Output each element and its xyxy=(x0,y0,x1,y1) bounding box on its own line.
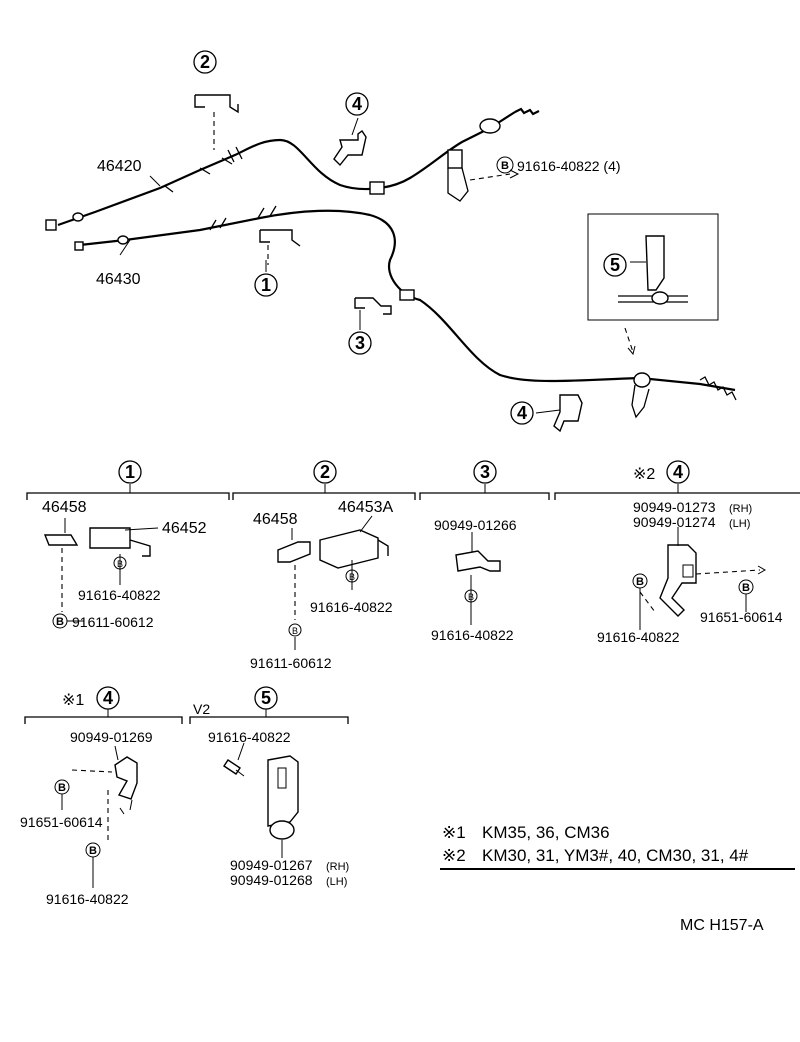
label-46420: 46420 xyxy=(97,158,142,175)
svg-text:B: B xyxy=(349,572,355,582)
g1-part-46452: 46452 xyxy=(162,520,207,537)
svg-text:2: 2 xyxy=(320,462,330,482)
b-symbol-overview: B xyxy=(496,156,514,174)
note-2-mark: ※2 xyxy=(442,846,466,865)
svg-text:2: 2 xyxy=(200,52,210,72)
section-brackets-row2 xyxy=(24,709,349,724)
svg-text:5: 5 xyxy=(610,255,620,275)
g2-part-46453A: 46453A xyxy=(338,499,393,516)
svg-text:B: B xyxy=(56,616,64,628)
cable-assembly-46430 xyxy=(74,205,737,419)
group-4a-parts: B B xyxy=(632,527,767,630)
svg-text:4: 4 xyxy=(673,462,683,482)
group-4a-header: ※2 4 xyxy=(633,460,690,484)
ref-circle-4-overview-lower: 4 xyxy=(510,401,534,425)
svg-text:1: 1 xyxy=(125,462,135,482)
svg-text:4: 4 xyxy=(103,688,113,708)
g5-part-90949-01267: 90949-01267 xyxy=(230,857,313,873)
svg-text:B: B xyxy=(742,582,750,594)
svg-text:B: B xyxy=(89,845,97,857)
note-1-mark: ※1 xyxy=(442,823,466,842)
g5-part-rh: (RH) xyxy=(326,861,349,873)
g4a-part-lh: (LH) xyxy=(729,518,750,530)
g3-part-91616-40822: 91616-40822 xyxy=(431,627,514,643)
svg-text:3: 3 xyxy=(355,333,365,353)
svg-text:B: B xyxy=(468,592,474,602)
clamp-3-overview xyxy=(354,297,392,315)
group-1-header: 1 xyxy=(118,460,142,484)
label-bolt-91616-40822-qty4: 91616-40822 (4) xyxy=(517,158,621,174)
model-notes: ※1 KM35, 36, CM36 ※2 KM30, 31, YM3#, 40,… xyxy=(440,823,795,870)
svg-text:B: B xyxy=(117,559,123,569)
bracket-4-lower-overview xyxy=(553,394,583,433)
svg-text:B: B xyxy=(58,782,66,794)
ref-circle-5-inset: 5 xyxy=(603,253,627,277)
cable-assembly-46420 xyxy=(45,107,540,231)
group-2-header: 2 xyxy=(313,460,337,484)
ref-circle-3-overview: 3 xyxy=(348,331,372,355)
g5-part-lh: (LH) xyxy=(326,876,347,888)
group-4b-header: ※1 4 xyxy=(62,686,120,710)
g4a-part-91651-60614: 91651-60614 xyxy=(700,609,783,625)
group-3-header: 3 xyxy=(473,460,497,484)
note-2-text: KM30, 31, YM3#, 40, CM30, 31, 4# xyxy=(482,846,749,865)
label-46430: 46430 xyxy=(96,271,141,288)
g1-part-46458: 46458 xyxy=(42,499,87,516)
ref-circle-2-overview: 2 xyxy=(193,50,217,74)
group-3-parts: B xyxy=(455,532,501,625)
svg-text:4: 4 xyxy=(352,94,362,114)
group-4b-parts: B B xyxy=(54,745,138,888)
g1-part-91611-60612: 91611-60612 xyxy=(72,614,154,630)
clamp-2-overview xyxy=(194,94,239,150)
g1-part-91616-40822: 91616-40822 xyxy=(78,587,161,603)
inset-detail-5 xyxy=(587,213,719,356)
svg-text:※2: ※2 xyxy=(633,466,655,483)
group-1-parts: B B xyxy=(43,518,159,629)
note-1-text: KM35, 36, CM36 xyxy=(482,823,610,842)
g5-part-90949-01268: 90949-01268 xyxy=(230,872,313,888)
g4a-part-rh: (RH) xyxy=(729,503,752,515)
group-5-parts xyxy=(223,742,299,858)
g5-part-91616-40822: 91616-40822 xyxy=(208,729,291,745)
svg-text:B: B xyxy=(501,160,509,172)
g4a-part-90949-01273: 90949-01273 xyxy=(633,499,716,515)
g4b-part-91616-40822: 91616-40822 xyxy=(46,891,129,907)
g4a-part-90949-01274: 90949-01274 xyxy=(633,514,716,530)
svg-text:V2: V2 xyxy=(193,701,210,717)
illustration-code: MC H157-A xyxy=(680,917,764,934)
group-5-header: V2 5 xyxy=(193,686,278,717)
ref-circle-1-overview: 1 xyxy=(254,273,278,297)
clamp-1-overview xyxy=(259,229,301,265)
svg-text:※1: ※1 xyxy=(62,692,84,709)
svg-text:5: 5 xyxy=(261,688,271,708)
svg-text:1: 1 xyxy=(261,275,271,295)
section-brackets-row1 xyxy=(26,484,800,500)
g4b-part-91651-60614: 91651-60614 xyxy=(20,814,103,830)
g2-part-91616-40822: 91616-40822 xyxy=(310,599,393,615)
g4a-part-91616-40822: 91616-40822 xyxy=(597,629,680,645)
svg-text:4: 4 xyxy=(517,403,527,423)
g2-part-91611-60612: 91611-60612 xyxy=(250,655,332,671)
svg-text:3: 3 xyxy=(480,462,490,482)
svg-text:B: B xyxy=(636,576,644,588)
group-2-parts: B B xyxy=(277,515,389,650)
g4b-part-90949-01269: 90949-01269 xyxy=(70,729,153,745)
g2-part-46458: 46458 xyxy=(253,511,298,528)
svg-text:B: B xyxy=(292,626,298,636)
ref-circle-4-overview-upper: 4 xyxy=(345,92,369,116)
bracket-4-upper-overview xyxy=(333,129,367,167)
g3-part-90949-01266: 90949-01266 xyxy=(434,517,517,533)
